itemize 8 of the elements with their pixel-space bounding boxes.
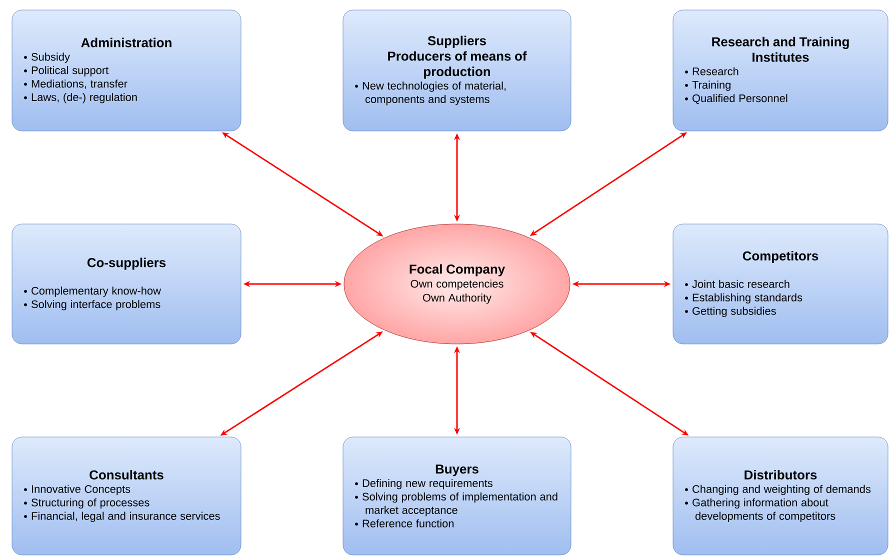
info-box: Research and Training Institutes Research Training Qualified Personnel	[672, 10, 888, 132]
info-box: Competitors Joint basic research Establishing standards Getting subsidies	[672, 224, 888, 344]
info-box: Consultants Innovative Concepts Structuring of processes Financial, legal and insurance services	[12, 436, 242, 556]
info-box: Distributors Changing and weighting of demands Gathering information about developments of competitors	[672, 436, 888, 556]
info-box: Co-suppliers Complementary know-how Solving interface problems	[12, 224, 242, 344]
info-box: Suppliers Producers of means of production New technologies of material, components and systems	[342, 10, 572, 132]
info-box: Administration Subsidy Political support Mediations, transfer Laws, (de-) regulation	[12, 10, 242, 132]
info-box: Buyers Defining new requirements Solving problems of implementation and market acceptance Reference function	[342, 436, 572, 556]
